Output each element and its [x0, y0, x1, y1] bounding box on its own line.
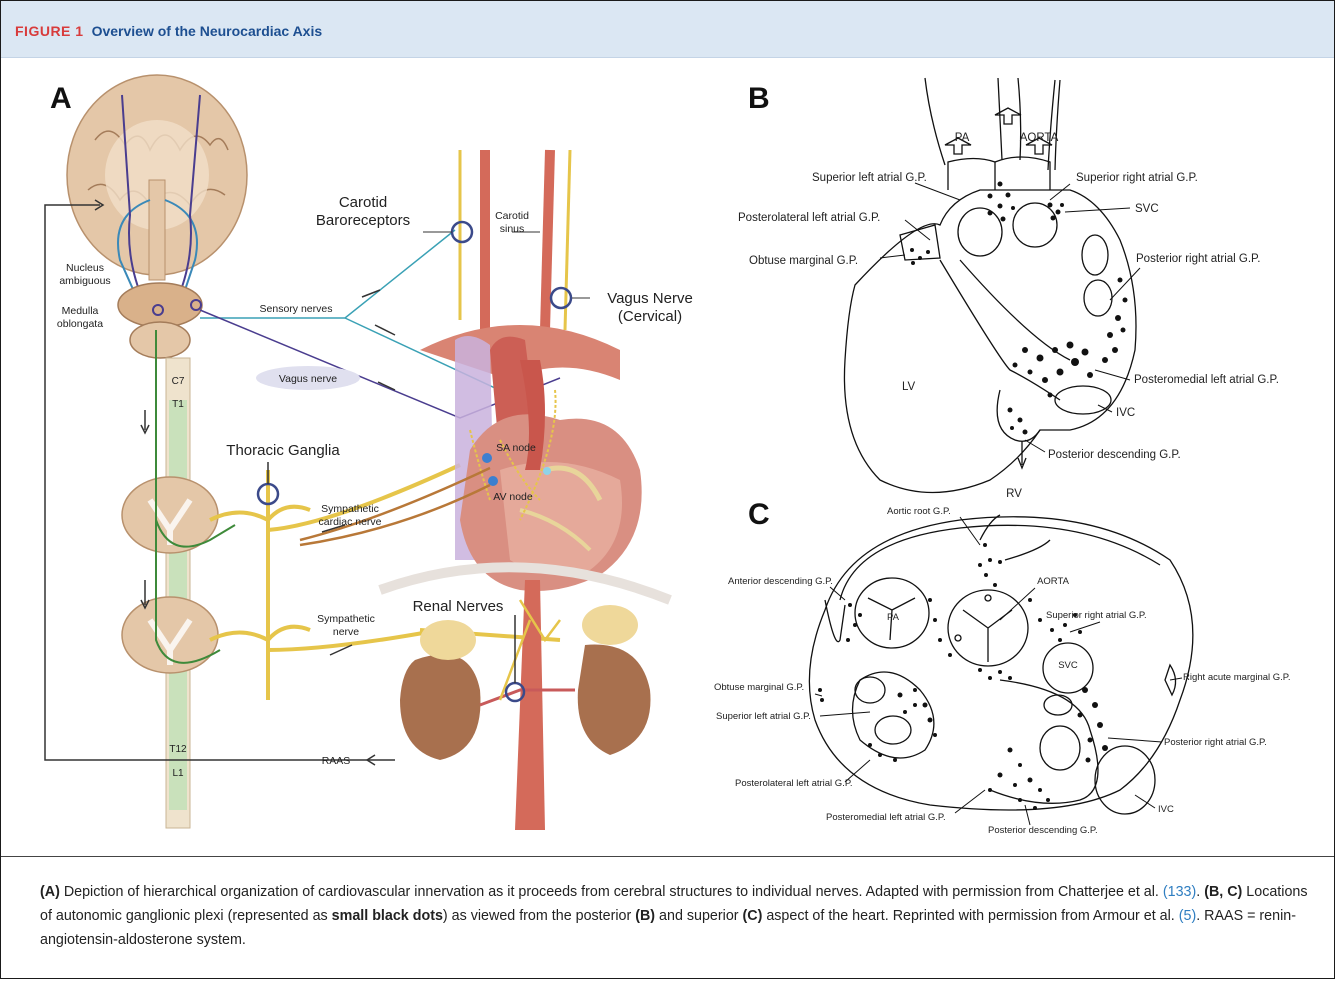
label-nucleus-ambiguous-2: ambiguous: [59, 275, 110, 287]
label-b-superior-right-atrial: Superior right atrial G.P.: [1076, 172, 1198, 184]
label-c-posterior-right-atrial: Posterior right atrial G.P.: [1164, 737, 1267, 748]
label-b-obtuse-marginal: Obtuse marginal G.P.: [749, 255, 858, 267]
label-c-posterior-descending: Posterior descending G.P.: [988, 825, 1098, 836]
panel-b: B: [738, 78, 1279, 500]
label-medulla-1: Medulla: [62, 305, 99, 317]
vertebra-t1: T1: [172, 399, 184, 410]
label-carotid-sinus-2: sinus: [500, 223, 525, 235]
caption-divider: [1, 856, 1334, 857]
label-c-anterior-descending: Anterior descending G.P.: [728, 576, 833, 587]
label-c-pa: PA: [887, 612, 900, 623]
panel-a-letter: A: [50, 82, 72, 115]
label-b-aorta: AORTA: [1020, 132, 1059, 144]
caption-a-label: (A): [40, 884, 60, 900]
caption-bc-label: (B, C): [1204, 884, 1242, 900]
label-c-right-acute-marginal: Right acute marginal G.P.: [1183, 672, 1291, 683]
caption-ref-5[interactable]: (5): [1179, 908, 1196, 924]
panel-c-letter: C: [748, 498, 770, 531]
label-c-obtuse-marginal: Obtuse marginal G.P.: [714, 682, 804, 693]
label-carotid-sinus-1: Carotid: [495, 210, 529, 222]
label-sa-node: SA node: [496, 442, 536, 454]
label-sympathetic-cardiac-2: cardiac nerve: [318, 516, 381, 528]
label-raas: RAAS: [322, 755, 351, 767]
label-b-posteromedial-left-atrial: Posteromedial left atrial G.P.: [1134, 374, 1279, 386]
label-b-svc: SVC: [1135, 203, 1159, 215]
caption-ref-133[interactable]: (133): [1163, 884, 1196, 900]
label-c-svc: SVC: [1058, 660, 1078, 671]
label-c-aorta: AORTA: [1037, 576, 1070, 587]
label-medulla-2: oblongata: [57, 318, 103, 330]
figure-artwork: A C7 T1 T12 L1: [0, 0, 1336, 856]
label-c-posterolateral-left-atrial: Posterolateral left atrial G.P.: [735, 778, 853, 789]
label-c-aortic-root: Aortic root G.P.: [887, 506, 951, 517]
panel-c: C: [714, 498, 1291, 836]
label-sympathetic-cardiac-1: Sympathetic: [321, 503, 379, 515]
medulla-illustration: [118, 283, 202, 358]
label-carotid-baroreceptors-1: Carotid: [339, 194, 387, 211]
label-vagus-cervical-2: (Cervical): [618, 308, 682, 325]
label-vagus-nerve: Vagus nerve: [279, 373, 337, 385]
caption-b-label: (B): [635, 908, 655, 924]
vertebra-l1: L1: [172, 768, 184, 779]
caption-dots-bold: small black dots: [332, 908, 443, 924]
label-thoracic-ganglia: Thoracic Ganglia: [226, 442, 340, 459]
label-sympathetic-nerve-2: nerve: [333, 626, 359, 638]
brain-illustration: [67, 75, 247, 280]
caption-c-text: aspect of the heart. Reprinted with perm…: [762, 908, 1178, 924]
label-vagus-cervical-1: Vagus Nerve: [607, 290, 693, 307]
panel-a: A C7 T1 T12 L1: [45, 75, 693, 830]
label-b-posterior-right-atrial: Posterior right atrial G.P.: [1136, 253, 1260, 265]
label-nucleus-ambiguous-1: Nucleus: [66, 262, 104, 274]
label-b-posterior-descending: Posterior descending G.P.: [1048, 449, 1181, 461]
superior-heart-drawing: [809, 515, 1192, 814]
label-carotid-baroreceptors-2: Baroreceptors: [316, 212, 410, 229]
caption-and-superior: and superior: [655, 908, 742, 924]
label-c-superior-left-atrial: Superior left atrial G.P.: [716, 711, 811, 722]
vertebra-t12: T12: [169, 744, 187, 755]
label-b-pa: PA: [955, 132, 970, 144]
vertebra-c7: C7: [172, 376, 185, 387]
label-b-ivc: IVC: [1116, 407, 1135, 419]
caption-a-text: Depiction of hierarchical organization o…: [60, 884, 1163, 900]
heart-illustration: [420, 325, 642, 591]
label-b-posterolateral-left-atrial: Posterolateral left atrial G.P.: [738, 212, 880, 224]
figure-caption: (A) Depiction of hierarchical organizati…: [40, 880, 1310, 952]
label-b-rv: RV: [1006, 488, 1022, 500]
posterior-heart-drawing: [844, 78, 1136, 493]
label-renal-nerves: Renal Nerves: [413, 598, 504, 615]
caption-bc-text2: ) as viewed from the posterior: [443, 908, 635, 924]
label-b-lv: LV: [902, 381, 916, 393]
label-av-node: AV node: [493, 491, 533, 503]
label-c-posteromedial-left-atrial: Posteromedial left atrial G.P.: [826, 812, 946, 823]
panel-b-letter: B: [748, 82, 770, 115]
label-c-superior-right-atrial: Superior right atrial G.P.: [1046, 610, 1147, 621]
caption-c-label: (C): [743, 908, 763, 924]
label-c-ivc: IVC: [1158, 804, 1174, 815]
label-sympathetic-nerve-1: Sympathetic: [317, 613, 375, 625]
label-b-superior-left-atrial: Superior left atrial G.P.: [812, 172, 927, 184]
label-sensory-nerves: Sensory nerves: [260, 303, 333, 315]
